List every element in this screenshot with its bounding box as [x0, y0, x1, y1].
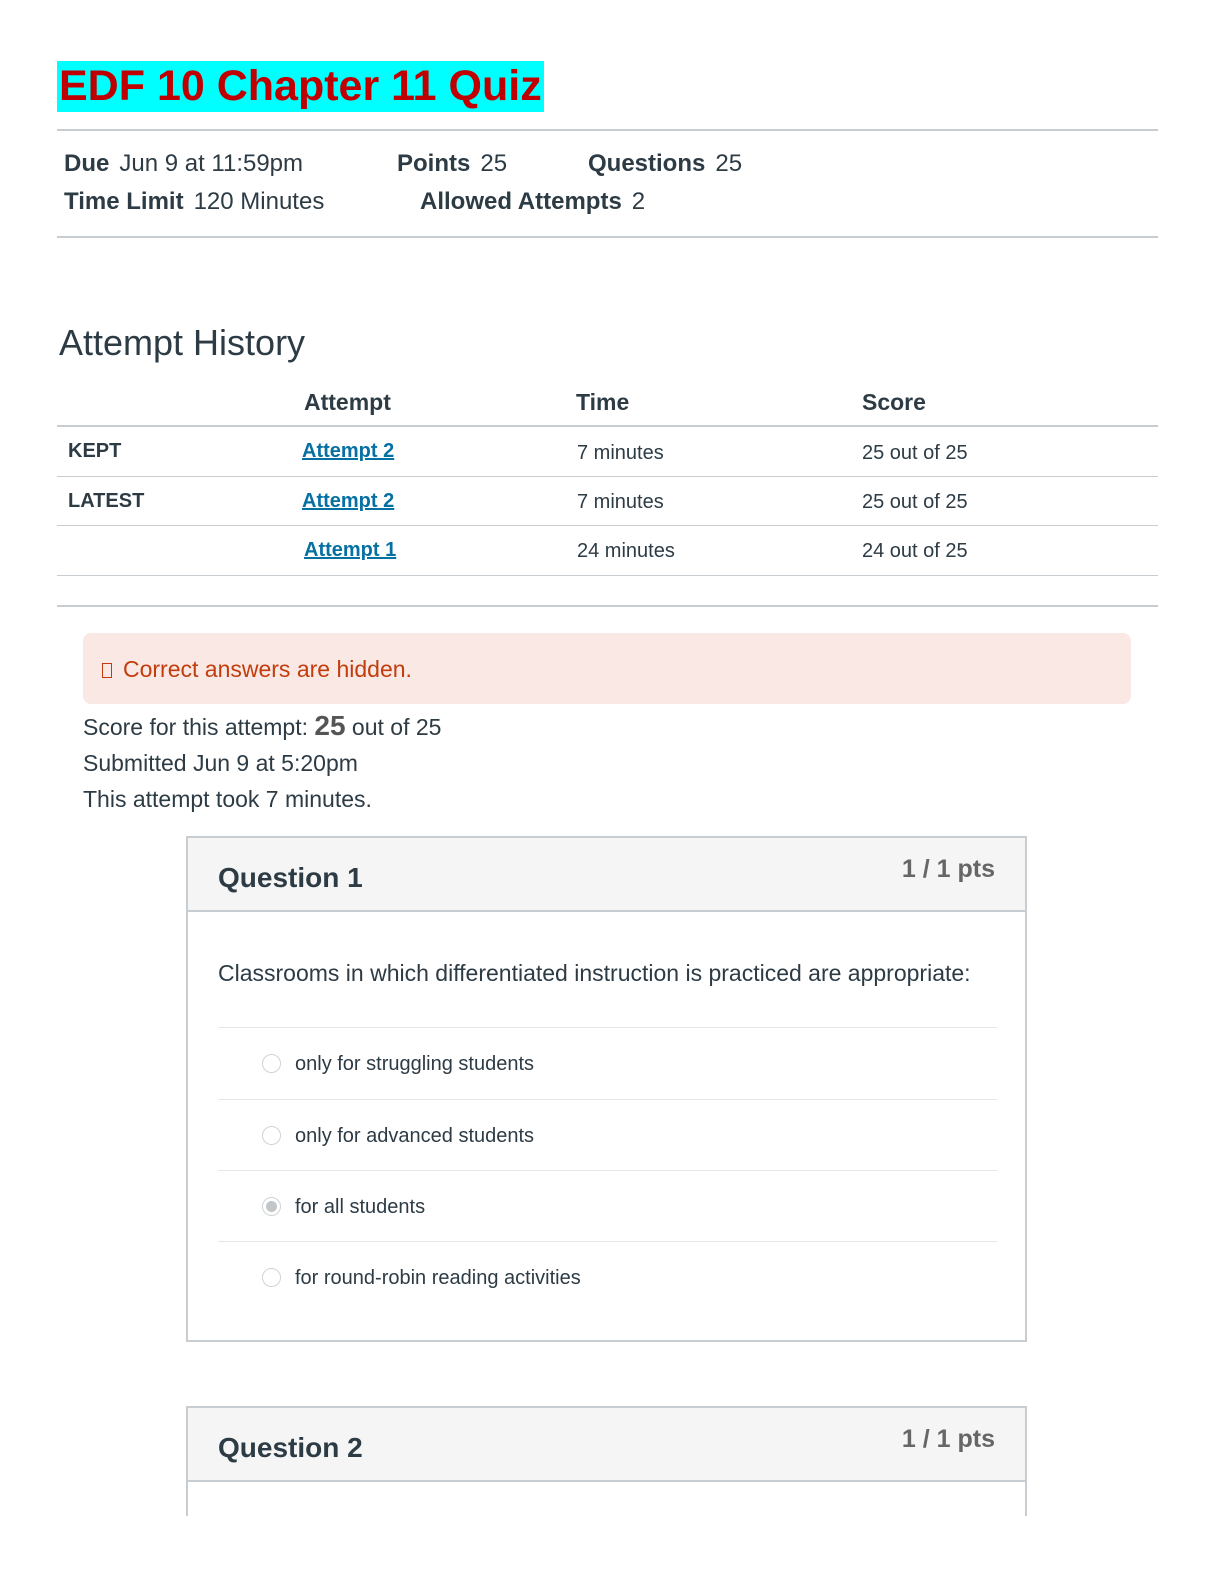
divider: [57, 236, 1158, 238]
time-limit-info: Time Limit 120 Minutes: [64, 188, 324, 216]
due-info: Due Jun 9 at 11:59pm: [64, 150, 303, 178]
allowed-attempts-info: Allowed Attempts 2: [420, 188, 645, 216]
score-suffix: out of 25: [345, 714, 442, 740]
attempt-score-line: Score for this attempt: 25 out of 25: [83, 710, 441, 742]
question-text: Classrooms in which differentiated instr…: [218, 960, 971, 986]
due-label: Due: [64, 150, 110, 177]
column-header-time: Time: [576, 389, 630, 415]
due-value: Jun 9 at 11:59pm: [119, 150, 304, 177]
table-row-line: [57, 476, 1158, 477]
answer-radio[interactable]: [262, 1126, 281, 1145]
question-header: Question 2 1 / 1 pts: [188, 1408, 1025, 1482]
answer-divider: [218, 1170, 997, 1171]
answer-label: only for advanced students: [295, 1125, 535, 1147]
attempt-score: 24 out of 25: [862, 540, 968, 562]
score-value: 25: [314, 710, 346, 741]
questions-info: Questions 25: [588, 150, 742, 178]
answer-label: for round-robin reading activities: [295, 1267, 581, 1289]
alert-text: Correct answers are hidden.: [123, 656, 412, 682]
submitted-time: Submitted Jun 9 at 5:20pm: [83, 750, 358, 776]
answer-divider: [218, 1027, 997, 1028]
points-value: 25: [480, 150, 508, 177]
column-header-attempt: Attempt: [304, 389, 391, 415]
question-card: Question 1 1 / 1 pts Classrooms in which…: [186, 836, 1027, 1342]
time-limit-label: Time Limit: [64, 188, 184, 215]
question-points: 1 / 1 pts: [901, 1425, 995, 1453]
divider: [57, 129, 1158, 131]
question-points: 1 / 1 pts: [901, 855, 995, 883]
attempt-history-heading: Attempt History: [59, 322, 306, 363]
attempt-time: 7 minutes: [577, 491, 664, 513]
time-limit-value: 120 Minutes: [193, 188, 325, 215]
answer-radio[interactable]: [262, 1054, 281, 1073]
warning-icon: [102, 663, 112, 678]
row-label-latest: LATEST: [68, 490, 145, 512]
answer-divider: [218, 1099, 997, 1100]
question-title: Question 2: [218, 1432, 363, 1463]
attempt-link[interactable]: Attempt 1: [304, 539, 397, 561]
attempt-score: 25 out of 25: [862, 491, 968, 513]
column-header-score: Score: [862, 389, 926, 415]
table-row-line: [57, 575, 1158, 576]
question-card: Question 2 1 / 1 pts: [186, 1406, 1027, 1516]
answer-radio[interactable]: [262, 1268, 281, 1287]
attempt-time: 7 minutes: [577, 442, 664, 464]
attempt-link[interactable]: Attempt 2: [302, 490, 395, 512]
allowed-attempts-label: Allowed Attempts: [420, 188, 622, 215]
attempt-score: 25 out of 25: [862, 442, 968, 464]
attempt-time: 24 minutes: [577, 540, 675, 562]
allowed-attempts-value: 2: [631, 188, 646, 215]
row-label-kept: KEPT: [68, 440, 122, 462]
answer-divider: [218, 1241, 997, 1242]
attempt-duration: This attempt took 7 minutes.: [83, 786, 372, 812]
divider: [57, 605, 1158, 607]
table-header-line: [57, 425, 1158, 427]
question-title: Question 1: [218, 862, 363, 893]
quiz-title: EDF 10 Chapter 11 Quiz: [57, 61, 544, 112]
points-label: Points: [397, 150, 471, 177]
questions-value: 25: [715, 150, 743, 177]
attempt-link[interactable]: Attempt 2: [302, 440, 395, 462]
score-prefix: Score for this attempt:: [83, 714, 315, 740]
questions-label: Questions: [588, 150, 706, 177]
points-info: Points 25: [397, 150, 507, 178]
question-header: Question 1 1 / 1 pts: [188, 838, 1025, 912]
answer-radio-selected[interactable]: [262, 1197, 281, 1216]
correct-answers-hidden-alert: Correct answers are hidden.: [83, 633, 1131, 704]
answer-label: for all students: [295, 1196, 426, 1218]
answer-label: only for struggling students: [295, 1053, 535, 1075]
table-row-line: [57, 525, 1158, 526]
